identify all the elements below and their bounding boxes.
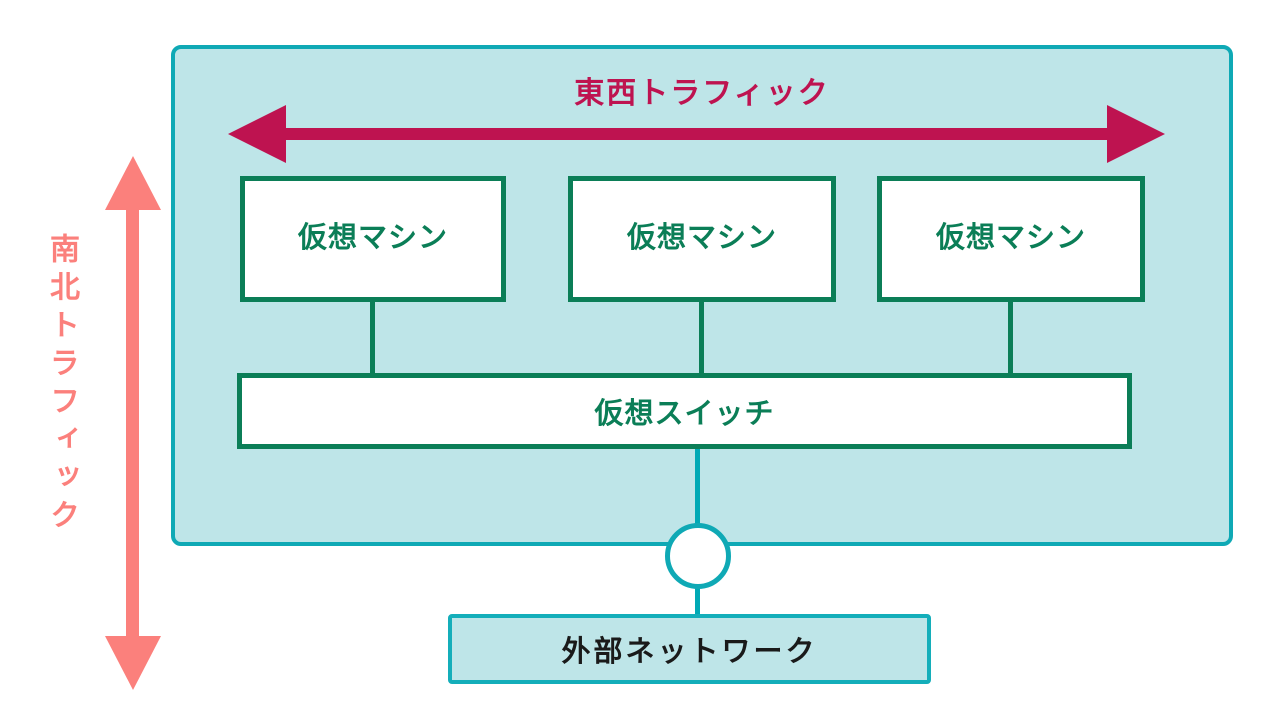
north-south-arrow	[105, 156, 161, 690]
east-west-traffic-label: 東西トラフィック	[574, 77, 830, 110]
east-west-arrow	[228, 105, 1165, 163]
vm-connector-3	[1008, 302, 1013, 374]
vm-box-2-label: 仮想マシン	[626, 222, 777, 254]
vm-box-3: 仮想マシン	[877, 176, 1145, 302]
vm-box-2: 仮想マシン	[568, 176, 836, 302]
arrow-head-down	[105, 636, 161, 690]
external-network-label: 外部ネットワーク	[561, 636, 818, 668]
vm-box-3-label: 仮想マシン	[935, 222, 1086, 254]
arrow-shaft-horizontal	[274, 128, 1119, 140]
vm-connector-2	[699, 302, 704, 374]
north-south-traffic-label: 南北トラフィック	[45, 233, 78, 537]
vm-connector-1	[370, 302, 375, 374]
external-network-box: 外部ネットワーク	[448, 614, 931, 684]
physical-port-circle	[665, 523, 731, 589]
vm-box-1: 仮想マシン	[240, 176, 506, 302]
virtual-switch-label: 仮想スイッチ	[594, 398, 775, 430]
arrow-head-right	[1107, 105, 1165, 163]
vm-box-1-label: 仮想マシン	[297, 222, 448, 254]
virtual-switch-box: 仮想スイッチ	[237, 373, 1132, 449]
arrow-shaft-vertical	[126, 200, 139, 646]
